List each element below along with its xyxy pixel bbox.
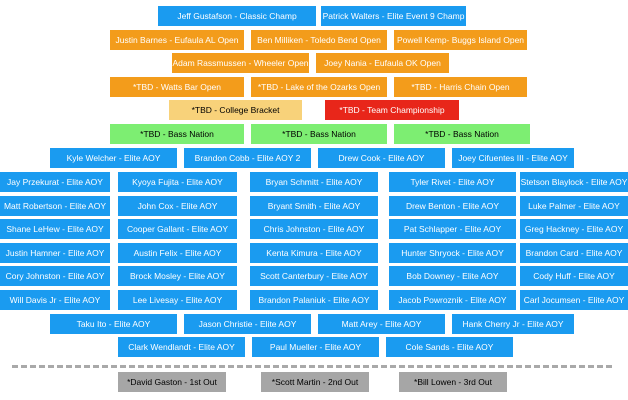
qualifier-box: Bob Downey - Elite AOY [389,266,516,286]
qualifier-box: Drew Cook - Elite AOY [318,148,445,168]
qualifier-box: Luke Palmer - Elite AOY [520,196,628,216]
qualifier-box: Hank Cherry Jr - Elite AOY [452,314,574,334]
qualifier-box: Bryant Smith - Elite AOY [250,196,378,216]
qualifier-box: Justin Barnes - Eufaula AL Open [110,30,244,50]
out-box: *Scott Martin - 2nd Out [261,372,369,392]
qualifier-box: Matt Arey - Elite AOY [318,314,445,334]
qualifier-box: Brandon Cobb - Elite AOY 2 [184,148,311,168]
qualifier-box: John Cox - Elite AOY [118,196,237,216]
qualifier-box: Lee Livesay - Elite AOY [118,290,237,310]
qualifier-box: Cooper Gallant - Elite AOY [118,219,237,239]
qualifier-box: Pat Schlapper - Elite AOY [389,219,516,239]
qualifier-box: Kyoya Fujita - Elite AOY [118,172,237,192]
qualifier-box: Paul Mueller - Elite AOY [252,337,379,357]
qualifier-box: *TBD - Bass Nation [251,124,387,144]
qualifier-box: Kyle Welcher - Elite AOY [50,148,177,168]
qualifier-box: Cody Huff - Elite AOY [520,266,628,286]
qualifier-box: Drew Benton - Elite AOY [389,196,516,216]
qualifier-box: Bryan Schmitt - Elite AOY [250,172,378,192]
qualifier-box: Ben Milliken - Toledo Bend Open [251,30,387,50]
qualifier-box: Taku Ito - Elite AOY [50,314,177,334]
qualifier-box: Jeff Gustafson - Classic Champ [158,6,316,26]
qualifier-box: Stetson Blaylock - Elite AOY [520,172,628,192]
qualifier-box: Hunter Shryock - Elite AOY [389,243,516,263]
out-box: *Bill Lowen - 3rd Out [399,372,507,392]
qualifier-box: Adam Rassmussen - Wheeler Open [172,53,309,73]
qualifier-box: Brandon Palaniuk - Elite AOY [250,290,378,310]
qualifier-box: Powell Kemp- Buggs Island Open [394,30,527,50]
qualifier-box: Greg Hackney - Elite AOY [520,219,628,239]
qualifier-box: *TBD - Team Championship [325,100,459,120]
qualifier-box: Chris Johnston - Elite AOY [250,219,378,239]
divider [12,365,612,368]
qualifier-box: Joey Cifuentes III - Elite AOY [452,148,574,168]
qualifier-box: Tyler Rivet - Elite AOY [389,172,516,192]
qualifier-box: Jay Przekurat - Elite AOY [0,172,110,192]
qualifier-box: *TBD - Lake of the Ozarks Open [251,77,387,97]
qualifier-box: Clark Wendlandt - Elite AOY [118,337,245,357]
qualifier-box: Shane LeHew - Elite AOY [0,219,110,239]
qualifier-box: Jason Christie - Elite AOY [184,314,311,334]
qualifier-box: Kenta Kimura - Elite AOY [250,243,378,263]
qualifier-box: Brock Mosley - Elite AOY [118,266,237,286]
qualifier-box: Austin Felix - Elite AOY [118,243,237,263]
qualifier-box: Patrick Walters - Elite Event 9 Champ [321,6,466,26]
qualifier-box: *TBD - College Bracket [169,100,302,120]
qualifier-box: *TBD - Bass Nation [394,124,530,144]
qualifier-box: *TBD - Watts Bar Open [110,77,244,97]
qualifier-box: Cory Johnston - Elite AOY [0,266,110,286]
qualifier-box: *TBD - Bass Nation [110,124,244,144]
qualifier-box: Brandon Card - Elite AOY [520,243,628,263]
qualifier-box: Matt Robertson - Elite AOY [0,196,110,216]
qualifier-box: Carl Jocumsen - Elite AOY [520,290,628,310]
qualifier-box: Cole Sands - Elite AOY [386,337,513,357]
qualifier-box: Will Davis Jr - Elite AOY [0,290,110,310]
qualifier-box: Jacob Powroznik - Elite AOY [389,290,516,310]
qualifier-box: *TBD - Harris Chain Open [394,77,527,97]
out-box: *David Gaston - 1st Out [118,372,226,392]
qualifier-box: Scott Canterbury - Elite AOY [250,266,378,286]
qualifier-box: Joey Nania - Eufaula OK Open [316,53,449,73]
qualifier-box: Justin Hamner - Elite AOY [0,243,110,263]
